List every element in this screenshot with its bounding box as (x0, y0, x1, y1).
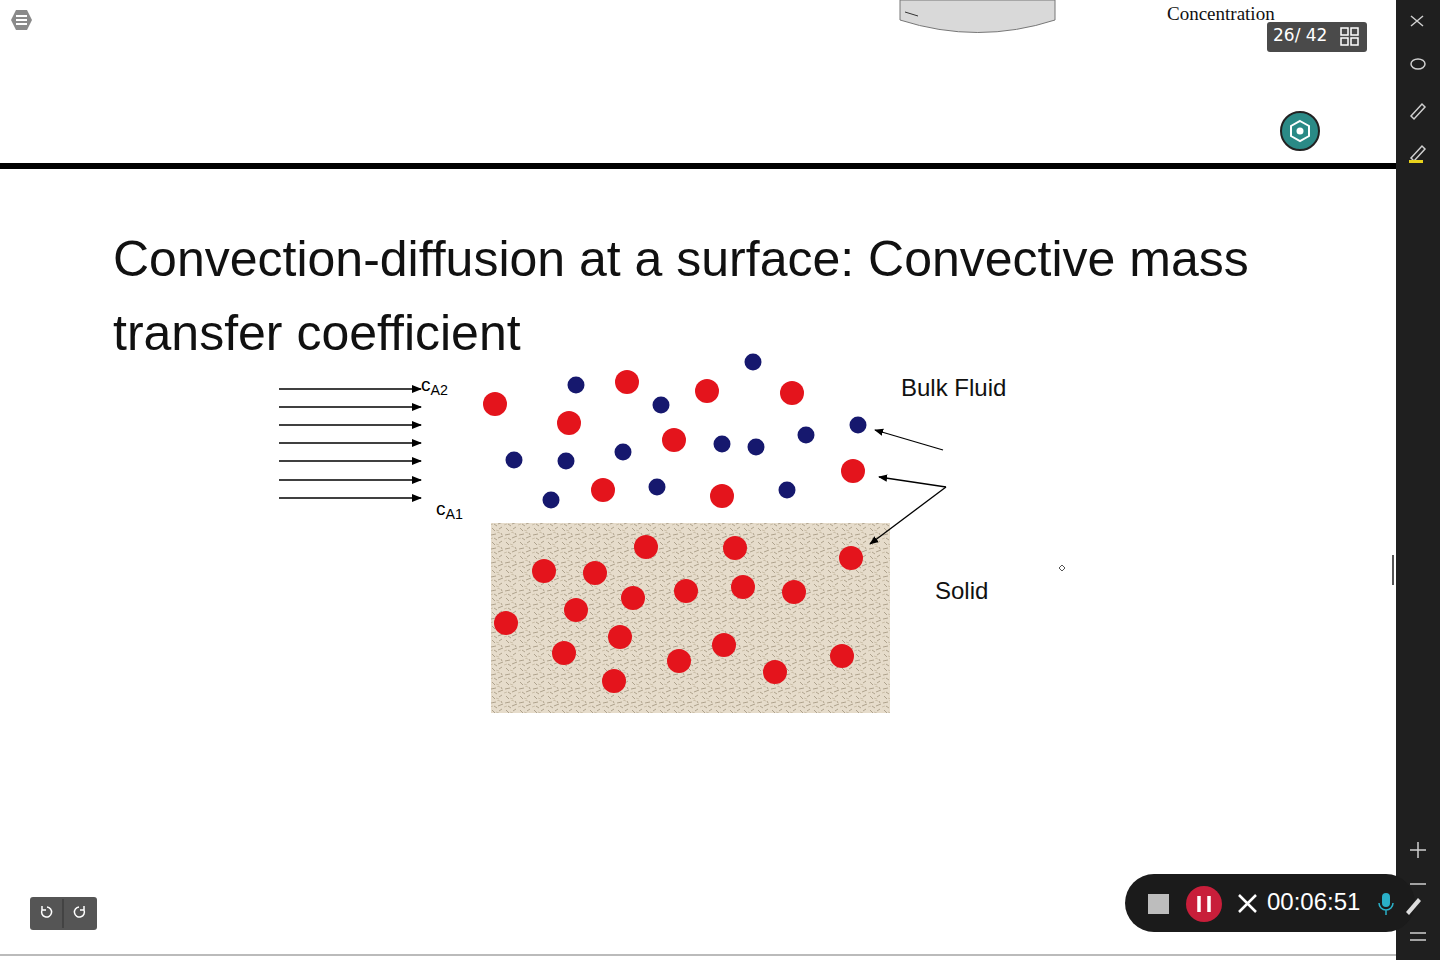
concentration-label: cA2 (421, 374, 448, 397)
cylinder-image (900, 0, 1055, 33)
leader-lines (870, 430, 946, 544)
settings-icon (1281, 112, 1319, 150)
recording-bar (1125, 874, 1415, 932)
toolbar (1396, 0, 1440, 960)
page-counter: 26/ 42 (1273, 25, 1327, 45)
page-badge (1267, 22, 1367, 52)
grid-icon (1341, 28, 1358, 45)
flow-arrows (279, 389, 421, 498)
slide-title: Convection-diffusion at a surface: Conve… (113, 222, 1343, 370)
separator-bar (0, 163, 1396, 169)
particles (483, 354, 867, 694)
concentration-label: cA1 (436, 498, 463, 521)
timer: 00:06:51 (1267, 888, 1360, 917)
solid-block (491, 523, 890, 713)
region-label: Bulk Fluid (901, 374, 1006, 403)
region-label: Solid (935, 577, 988, 606)
axis-label: Concentration (1167, 3, 1275, 26)
menu-icon (11, 10, 32, 30)
undo-redo (30, 897, 97, 930)
